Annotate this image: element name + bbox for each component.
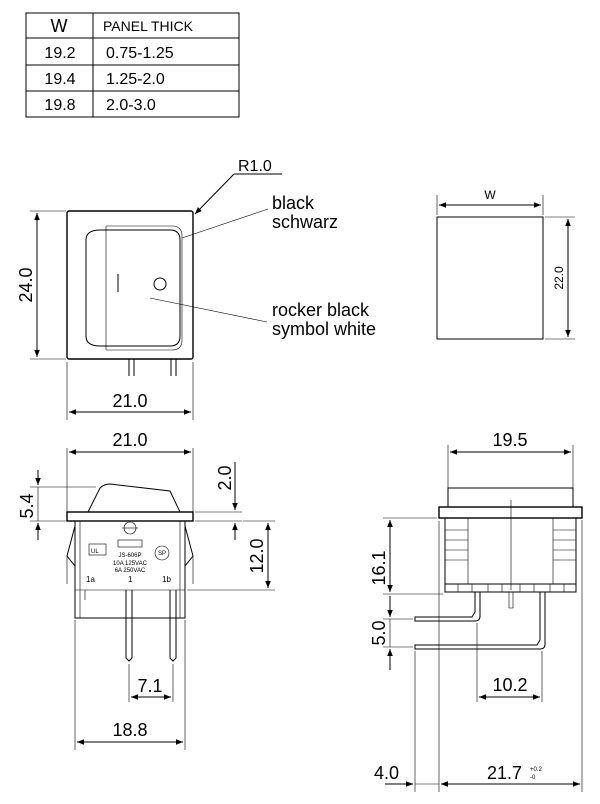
table-cell: 0.75-1.25 xyxy=(106,45,174,62)
ul-logo xyxy=(88,543,107,556)
frame-color-label: black xyxy=(272,193,315,213)
terminal-overhang-dimension: 4.0 xyxy=(374,763,399,783)
table-cell: 19.4 xyxy=(44,71,75,88)
terminal-spacing-dimension: 10.2 xyxy=(492,675,527,695)
width-dimension: 21.0 xyxy=(112,391,147,411)
side-width-dimension: 21.0 xyxy=(112,430,147,450)
panel-thickness-table: W PANEL THICK 19.2 0.75-1.25 19.4 1.25-2… xyxy=(25,12,240,118)
cutout-height-dimension: 22.0 xyxy=(552,266,566,290)
rocker-label: rocker black xyxy=(272,300,370,320)
svg-text:SP: SP xyxy=(158,551,166,557)
table-header-w: W xyxy=(51,16,68,36)
marking-rating-2: 6A 250VAC xyxy=(115,568,146,574)
tolerance-minus: -0 xyxy=(530,775,536,781)
terminal-offset-dimension: 5.0 xyxy=(369,620,389,645)
side-view: 21.0 UL SP JS-606P 10A 125VAC 6A 250VAC … xyxy=(17,430,275,750)
pin-spacing-dimension: 7.1 xyxy=(137,676,162,696)
housing-outline xyxy=(74,521,186,619)
table-cell: 19.2 xyxy=(44,45,75,62)
frame-color-label-de: schwarz xyxy=(272,212,338,232)
radius-label: R1.0 xyxy=(238,158,272,175)
end-view: 19.5 xyxy=(369,430,583,792)
long-terminal xyxy=(414,592,546,650)
terminal-1b-label: 1b xyxy=(162,575,171,584)
rocker-profile xyxy=(87,483,181,513)
flange-thickness-dimension: 2.0 xyxy=(215,465,235,490)
rocker-outline xyxy=(85,229,181,347)
housing-width-dimension: 18.8 xyxy=(112,720,147,740)
overall-depth-dimension: 21.7 xyxy=(487,763,522,783)
svg-text:UL: UL xyxy=(91,549,99,555)
panel-cutout-view: W 22.0 xyxy=(436,188,575,340)
csa-logo xyxy=(154,545,170,561)
table-header-panel-thick: PANEL THICK xyxy=(103,18,194,34)
bezel-flange xyxy=(66,511,194,522)
cutout-width-label: W xyxy=(484,188,496,202)
front-view: R1.0 black schwarz rocker black symbol w… xyxy=(16,158,376,420)
cutout-outline xyxy=(436,216,544,340)
height-dimension: 24.0 xyxy=(16,267,36,302)
marking-rating-1: 10A 125VAC xyxy=(113,561,148,567)
end-housing xyxy=(444,517,577,585)
terminal-1-label: 1 xyxy=(128,575,133,584)
terminal-1a-label: 1a xyxy=(86,575,95,584)
rocker-height-dimension: 5.4 xyxy=(17,493,37,518)
symbol-label: symbol white xyxy=(272,319,376,339)
table-cell: 1.25-2.0 xyxy=(106,71,165,88)
end-flange xyxy=(438,506,583,519)
housing-depth-dimension: 12.0 xyxy=(247,538,267,573)
table-cell: 19.8 xyxy=(44,97,75,114)
end-rocker-outline xyxy=(447,487,574,507)
short-terminal xyxy=(414,592,481,622)
frame-outline xyxy=(66,210,194,360)
end-width-dimension: 19.5 xyxy=(492,430,527,450)
table-cell: 2.0-3.0 xyxy=(106,97,156,114)
off-symbol xyxy=(153,277,167,291)
end-depth-dimension: 16.1 xyxy=(369,550,389,585)
marking-model: JS-606P xyxy=(118,553,141,559)
tolerance-plus: +0.2 xyxy=(530,767,543,773)
